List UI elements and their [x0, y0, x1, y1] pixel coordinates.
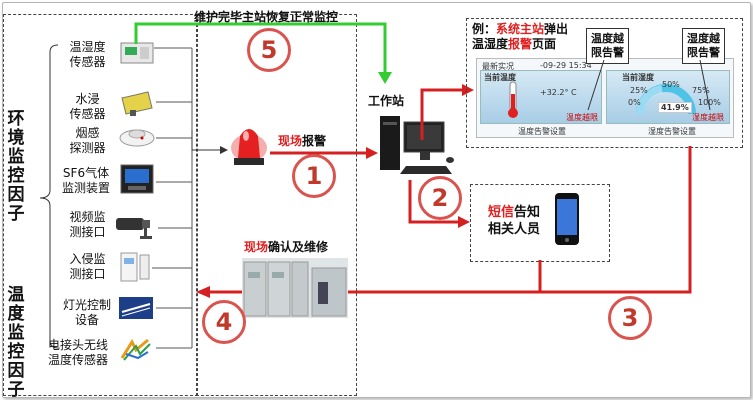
- temperature-title: 温度监控因子: [7, 285, 25, 400]
- step-2-badge: 2: [418, 176, 462, 220]
- hum-alarm-bubble: 湿度越 限告警: [682, 28, 725, 64]
- alarm-label-black: 报警: [302, 134, 327, 148]
- sensor-label-smoke: 烟感 探测器: [69, 126, 106, 155]
- return-arrow: [196, 146, 692, 298]
- switchgear-photo: [242, 258, 348, 318]
- gauge-0: 0%: [628, 98, 641, 107]
- alarm-label: 现场报警: [278, 132, 326, 149]
- step-3-badge: 3: [608, 296, 652, 340]
- sensor-label-water: 水浸 传感器: [69, 92, 106, 121]
- temp-value: +32.2° C: [540, 88, 577, 97]
- water-sensor-icon: [121, 91, 153, 116]
- step-4-badge: 4: [202, 300, 246, 344]
- humidity-sensor-icon: [120, 42, 154, 64]
- bubble-pointers: [587, 59, 711, 111]
- restore-label: 维护完毕主站恢复正常监控: [194, 10, 339, 24]
- monitor-region: [196, 14, 357, 396]
- sensor-bracket: [39, 44, 59, 349]
- alarm-label-red: 现场: [278, 134, 303, 148]
- popup-region: [466, 18, 743, 148]
- sensor-label-light: 灯光控制 设备: [62, 298, 111, 327]
- gauge-50: 50%: [662, 80, 680, 89]
- temp-title: 当前温度: [484, 73, 516, 82]
- sensor-label-sf6: SF6气体 监测装置: [61, 166, 110, 195]
- hum-alarm-badge: 湿度越限: [692, 113, 724, 122]
- workstation-icon: [380, 116, 454, 174]
- light-control-icon: [119, 297, 153, 319]
- panel-date: -09-29 15:34: [540, 61, 592, 70]
- temp-alarm-badge: 温度越限: [566, 113, 598, 122]
- hum-title: 当前湿度: [622, 73, 654, 82]
- alarm-to-workstation-arrow: [270, 147, 378, 159]
- sensor-label-intrusion: 入侵监 测接口: [69, 252, 106, 281]
- sms-label: 短信告知 相关人员: [488, 205, 541, 237]
- intrusion-sensor-icon: [120, 252, 150, 282]
- workstation-to-popup-arrow: [420, 84, 474, 140]
- sensor-label-wireless: 电接头无线 温度传感器: [47, 338, 108, 367]
- confirm-label: 现场确认及维修: [244, 240, 329, 254]
- temp-alarm-bubble: 温度越 限告警: [586, 28, 629, 64]
- phone-icon: [555, 193, 579, 245]
- panel-header: 最新实况: [482, 62, 514, 71]
- step-5-badge: 5: [247, 28, 291, 72]
- environment-title: 环境监控因子: [7, 109, 25, 224]
- temp-panel: [480, 70, 602, 124]
- sensor-to-alarm-connector: [191, 130, 228, 154]
- camera-icon: [116, 218, 152, 239]
- hum-panel: [606, 70, 730, 124]
- step-1-badge: 1: [292, 154, 336, 198]
- gauge-75: 75%: [692, 86, 710, 95]
- workstation-label: 工作站: [368, 94, 405, 108]
- wireless-temp-sensor-icon: [120, 338, 151, 361]
- sensor-label-humidity: 温湿度 传感器: [69, 40, 106, 69]
- alarm-light-icon: [231, 129, 267, 165]
- gauge-25: 25%: [630, 86, 648, 95]
- popup-title: 例：系统主站弹出 温湿度报警页面: [472, 22, 569, 51]
- temp-settings-link[interactable]: 温度告警设置: [518, 127, 566, 136]
- restore-arrow: [134, 22, 392, 84]
- hum-settings-link[interactable]: 湿度告警设置: [648, 127, 696, 136]
- workstation-to-sms-arrow: [408, 180, 470, 228]
- hum-value: 41.9%: [658, 102, 692, 113]
- gauge-100: 100%: [698, 98, 721, 107]
- smoke-detector-icon: [119, 129, 155, 147]
- sf6-monitor-icon: [120, 164, 154, 194]
- sensor-region: [3, 14, 198, 396]
- thermometer-icon: [508, 81, 518, 118]
- sensor-connectors: [152, 47, 193, 349]
- sensor-label-video: 视频监 测接口: [69, 210, 106, 239]
